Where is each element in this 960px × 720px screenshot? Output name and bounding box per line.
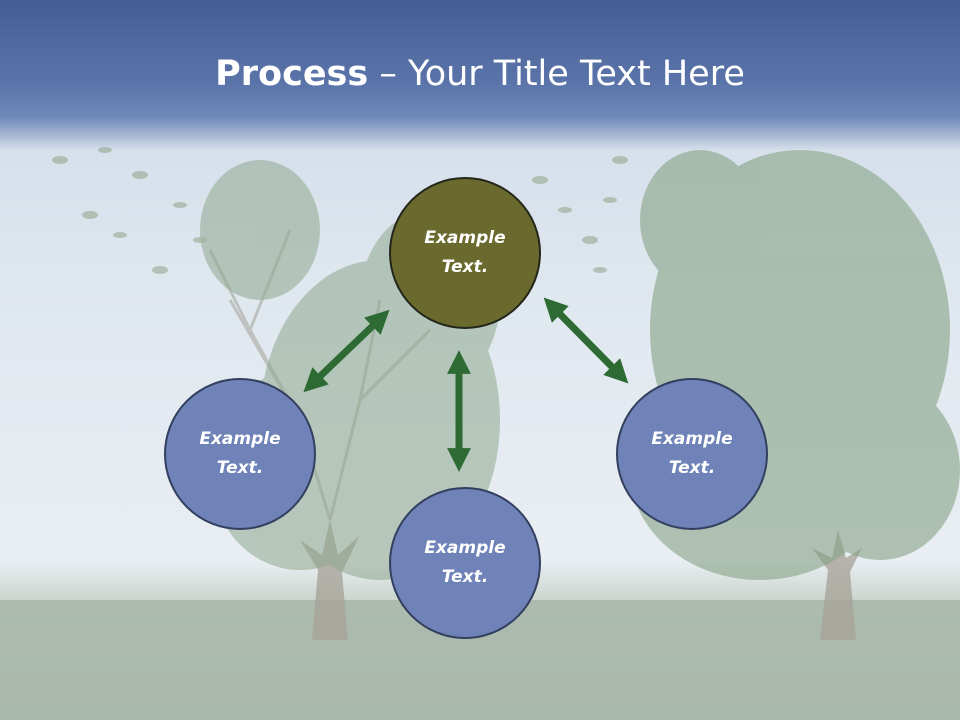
node-right-text: Example Text.: [651, 429, 733, 478]
node-left-text: Example Text.: [199, 429, 281, 478]
node-right: Example Text.: [616, 378, 768, 530]
title-rest: – Your Title Text Here: [368, 54, 745, 94]
slide-title: Process – Your Title Text Here: [0, 50, 960, 98]
title-bold: Process: [215, 54, 369, 94]
node-top-text: Example Text.: [424, 228, 506, 277]
node-left: Example Text.: [164, 378, 316, 530]
title-bar: [0, 0, 960, 150]
node-bottom: Example Text.: [389, 487, 541, 639]
node-bottom-text: Example Text.: [424, 538, 506, 587]
node-top: Example Text.: [389, 177, 541, 329]
